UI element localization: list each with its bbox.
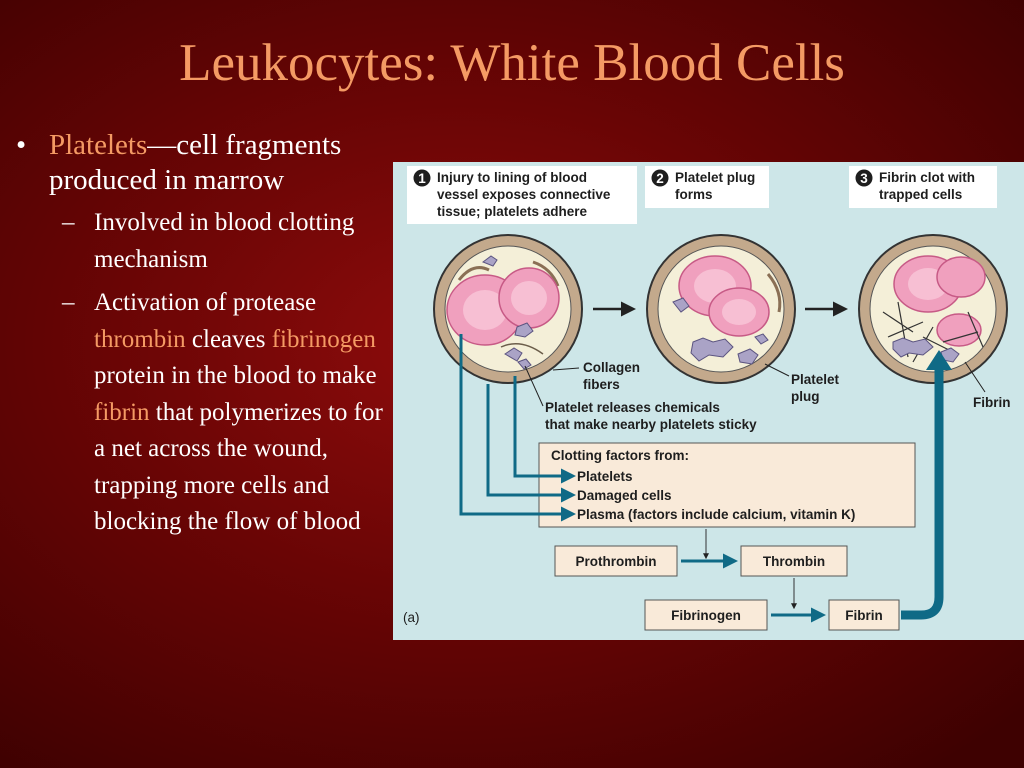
label-platelet-plug-line-1: Platelet [791, 372, 840, 387]
clotting-factors-heading: Clotting factors from: [551, 448, 689, 463]
fibrinogen-label: Fibrinogen [671, 608, 741, 623]
activation-text-1: Activation of protease [94, 289, 317, 316]
panel-label: (a) [403, 610, 420, 625]
prothrombin-box [554, 545, 678, 577]
step-2-line-1: Platelet plug [675, 170, 755, 185]
sub-bullet-marker: – [62, 289, 75, 316]
bullet-platelets: • Platelets—cell fragments produced in m… [14, 128, 386, 198]
clotting-factor-damaged-cells: Damaged cells [577, 488, 672, 503]
bullet-marker: • [16, 129, 27, 161]
label-collagen-line-2: fibers [583, 377, 620, 392]
clotting-factor-platelets: Platelets [577, 469, 633, 484]
step-3-caption: 3 Fibrin clot with trapped cells [849, 166, 997, 208]
label-collagen-line-1: Collagen [583, 360, 640, 375]
bullet-platelets-text: —cell fragments produced in marrow [49, 129, 342, 196]
label-releases-line-2: that make nearby platelets sticky [545, 417, 757, 432]
fibrin-to-clot-arrow [901, 367, 944, 620]
step-2-line-2: forms [675, 187, 713, 202]
clotting-diagram: 1 Injury to lining of blood vessel expos… [393, 162, 1024, 640]
activation-text-3: protein in the blood to make [94, 362, 377, 389]
step-1-line-1: Injury to lining of blood [437, 170, 587, 185]
vessel-injury-illustration [433, 234, 583, 384]
fibrinogen-box [644, 599, 768, 631]
activation-text-2: cleaves [185, 325, 272, 353]
sub-bullet-clotting-text: Involved in blood clotting mechanism [94, 209, 355, 273]
activation-text-4: that polymerizes to for a net across the… [94, 398, 383, 536]
clotting-factor-plasma: Plasma (factors include calcium, vitamin… [577, 507, 855, 522]
step-2-number: 2 [656, 171, 664, 186]
clotting-factors-box: Clotting factors from: Platelets Damaged… [538, 442, 916, 528]
flow-arrow-damaged-cells [486, 384, 576, 503]
slide-title: Leukocytes: White Blood Cells [179, 34, 845, 92]
bullet-list: • Platelets—cell fragments produced in m… [14, 128, 386, 541]
prothrombin-label: Prothrombin [576, 554, 657, 569]
fibrin-box-label: Fibrin [845, 608, 883, 623]
sub-bullet-marker: – [62, 209, 75, 236]
step-1-line-3: tissue; platelets adhere [437, 204, 588, 219]
step-2-caption: 2 Platelet plug forms [645, 166, 769, 208]
step-3-line-1: Fibrin clot with [879, 170, 975, 185]
label-releases-line-1: Platelet releases chemicals [545, 400, 720, 415]
fibrin-leader-line [964, 361, 986, 393]
flow-arrow-plasma [459, 334, 576, 522]
collagen-leader-line [552, 367, 580, 371]
vessel-fibrin-clot-illustration [858, 234, 1008, 384]
label-platelet-plug-line-2: plug [791, 389, 820, 404]
fibrin-to-clot-arrowhead [926, 350, 952, 370]
step-1-number: 1 [418, 171, 426, 186]
thrombin-box [740, 545, 848, 577]
term-fibrin: fibrin [94, 398, 150, 426]
platelet-plug-leader-line [764, 363, 790, 377]
sub-bullet-clotting: – Involved in blood clotting mechanism [14, 205, 386, 278]
step-3-number: 3 [860, 171, 868, 186]
vessel-platelet-plug-illustration [646, 234, 796, 384]
term-platelets: Platelets [49, 129, 148, 161]
flow-arrow-platelets [513, 376, 576, 484]
step-3-line-2: trapped cells [879, 187, 962, 202]
term-thrombin: thrombin [94, 325, 186, 353]
term-fibrinogen: fibrinogen [271, 325, 376, 353]
releases-leader-line [524, 365, 544, 407]
step-1-caption: 1 Injury to lining of blood vessel expos… [407, 166, 637, 224]
label-fibrin: Fibrin [973, 395, 1011, 410]
thrombin-label: Thrombin [763, 554, 825, 569]
fibrin-box [828, 599, 900, 631]
sub-bullet-activation: – Activation of protease thrombin cleave… [14, 285, 386, 541]
step-1-line-2: vessel exposes connective [437, 187, 611, 202]
